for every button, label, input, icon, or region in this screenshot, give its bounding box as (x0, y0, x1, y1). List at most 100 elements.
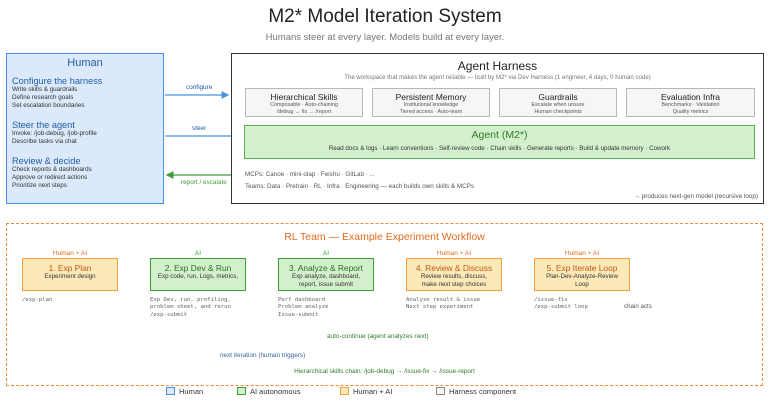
command-line: Perf dashboard (278, 297, 326, 303)
harness-component-memory: Persistent Memory Institutional knowledg… (372, 88, 490, 117)
harness-component-skills: Hierarchical Skills Composable · Auto-ch… (245, 88, 363, 117)
step-desc: Plan-Dev-Analyze-Review (546, 273, 618, 280)
component-title: Persistent Memory (395, 92, 467, 102)
legend-item-ai: AI autonomous (237, 387, 300, 396)
harness-component-eval: Evaluation Infra Benchmarks · Validation… (626, 88, 755, 117)
human-line: Write skills & guardrails (12, 86, 78, 93)
step-tag: AI (322, 250, 330, 257)
step-commands: Perf dashboard Problem analyze Issue-sub… (278, 297, 329, 319)
step-commands: Exp Dev, run, profiling, problem sheet, … (150, 297, 231, 319)
step-commands: /exp-plan (22, 297, 52, 304)
rl-team-panel (6, 223, 763, 386)
human-section-steer: Steer the agent Invoke: /job-debug, /job… (12, 120, 97, 146)
legend-swatch (436, 387, 445, 395)
command-line: /exp-submit loop (534, 304, 588, 311)
component-line: Quality metrics (672, 108, 709, 115)
human-line: Set escalation boundaries (12, 102, 85, 109)
step-desc: Exp analyze, dashboard, (291, 273, 361, 280)
legend-item-human: Human (166, 387, 203, 396)
human-line: Invoke: /job-debug, /job-profile (12, 130, 97, 137)
auto-continue-label: auto-continue (agent analyzes next) (327, 333, 429, 340)
command-line: Exp Dev, run, profiling, (150, 297, 231, 303)
step-desc: report, issue submit (299, 280, 353, 288)
steer-label: steer (192, 125, 207, 132)
step-desc: Loop (575, 280, 589, 288)
legend-label: Human (179, 387, 204, 396)
human-line: Prioritize next steps (12, 182, 67, 189)
step-desc: make next step choices (421, 280, 487, 288)
step-title: 5. Exp Iterate Loop (546, 263, 618, 273)
command-line: /exp-submit (150, 311, 188, 318)
agent-title: Agent (M2*) (471, 129, 528, 141)
component-line: Tiered access · Auto-learn (399, 108, 463, 115)
step-exp-plan: 1. Exp Plan Experiment design (22, 258, 118, 291)
harness-component-guardrails: Guardrails Escalate when unsure Human ch… (499, 88, 617, 117)
next-iteration-label: next iteration (human triggers) (220, 352, 306, 359)
step-analyze-report: 3. Analyze & Report Exp analyze, dashboa… (278, 258, 374, 291)
step-title: 1. Exp Plan (48, 263, 92, 273)
human-line: Describe tasks via chat (12, 138, 77, 145)
agent-box (244, 125, 755, 159)
component-title: Guardrails (538, 92, 578, 102)
step-title: 3. Analyze & Report (288, 263, 364, 273)
agent-capabilities: Read docs & logs · Learn conventions · S… (328, 145, 671, 152)
step-tag: AI (194, 250, 202, 257)
human-line: Check reports & dashboards (12, 166, 92, 173)
component-title: Evaluation Infra (660, 92, 721, 102)
command-line: Problem analyze (278, 304, 329, 311)
legend-swatch (340, 387, 349, 395)
step-desc: Experiment design (44, 273, 96, 280)
command-line: problem sheet, and rerun (150, 304, 231, 311)
step-tag: Human + AI (436, 250, 472, 257)
command-line: /issue-fix (534, 297, 568, 303)
human-panel: Human (6, 53, 164, 204)
page-subtitle: Humans steer at every layer. Models buil… (265, 32, 505, 43)
human-line: Define research goals (12, 94, 74, 101)
legend-swatch (166, 387, 175, 395)
command-line: Next step experiment (406, 304, 474, 311)
step-title: 2. Exp Dev & Run (164, 263, 232, 273)
legend-label: Human + AI (353, 387, 393, 396)
legend-swatch (237, 387, 246, 395)
legend-label: AI autonomous (250, 387, 301, 396)
step-title: 4. Review & Discuss (415, 263, 493, 273)
skills-chain-note: Hierarchical skills chain: /job-debug → … (294, 368, 475, 375)
recursive-note: → produces next-gen model (recursive loo… (633, 193, 758, 200)
human-section-title: Steer the agent (12, 120, 75, 130)
step-iterate-loop: 5. Exp Iterate Loop Plan-Dev-Analyze-Rev… (534, 258, 630, 291)
step-exp-dev-run: 2. Exp Dev & Run Exp code, run, Logs, me… (150, 258, 246, 291)
human-heading: Human (67, 57, 103, 69)
step-commands: Analyze result & issue Next step experim… (406, 297, 480, 312)
teams-list: Teams: Data · Pretrain · RL · Infra · En… (245, 183, 474, 190)
report-label: report / escalate (181, 179, 227, 186)
step-review-discuss: 4. Review & Discuss Review results, disc… (406, 258, 502, 291)
configure-label: configure (186, 84, 213, 91)
human-line: Approve or redirect actions (12, 174, 88, 181)
legend-item-harness: Harness component (436, 387, 516, 396)
human-section-title: Configure the harness (12, 76, 103, 86)
harness-subtitle: The workspace that makes the agent relia… (344, 74, 651, 81)
step-tag: Human + AI (564, 250, 600, 257)
command-line: Analyze result & issue (406, 297, 481, 303)
legend: Human AI autonomous Human + AI Harness c… (0, 387, 770, 401)
command-line: /exp-plan (22, 297, 53, 303)
component-line: Institutional knowledge (403, 102, 459, 108)
human-section-configure: Configure the harness Write skills & gua… (12, 76, 102, 110)
legend-item-hai: Human + AI (340, 387, 392, 396)
harness-title: Agent Harness (457, 59, 538, 73)
component-line: Human checkpoints (534, 108, 582, 115)
step-commands: /issue-fix /exp-submit loop (534, 297, 588, 312)
component-line: /debug → fix → /report (276, 108, 332, 115)
human-section-review: Review & decide Check reports & dashboar… (12, 156, 92, 190)
rl-title: RL Team — Example Experiment Workflow (284, 231, 485, 243)
component-line: Benchmarks · Validation (661, 102, 720, 108)
component-line: Composable · Auto-chaining (270, 102, 338, 108)
chain-acts-label: chain acts (624, 303, 652, 310)
component-title: Hierarchical Skills (270, 92, 338, 102)
command-line: Issue-submit (278, 311, 319, 318)
page-title: M2* Model Iteration System (268, 6, 502, 27)
human-section-title: Review & decide (12, 156, 81, 166)
step-desc: Review results, discuss, (420, 273, 488, 280)
step-desc: Exp code, run, Logs, metrics, (157, 273, 239, 280)
component-line: Escalate when unsure (531, 102, 585, 108)
